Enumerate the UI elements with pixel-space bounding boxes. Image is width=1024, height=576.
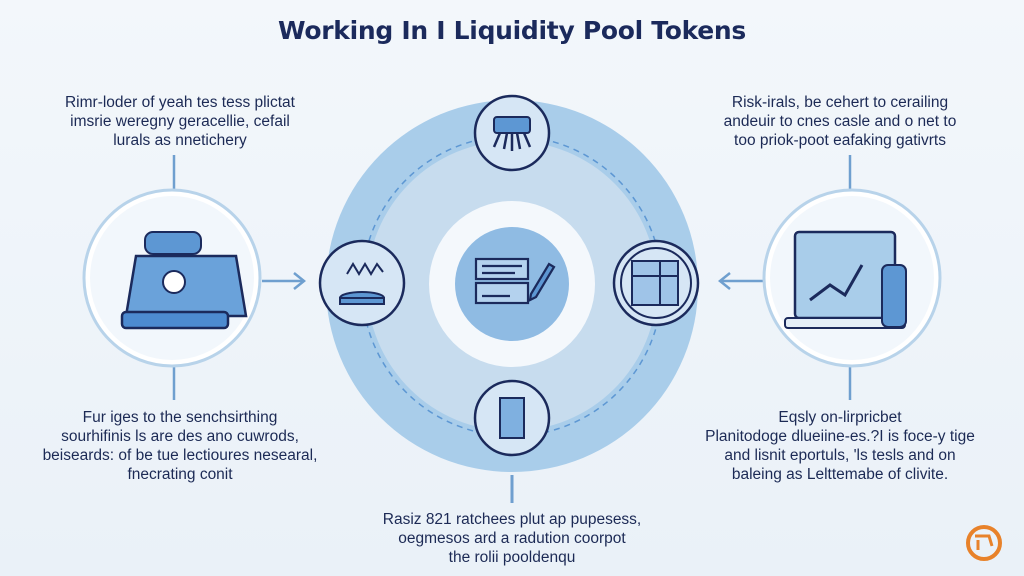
brand-logo-icon (966, 525, 1002, 561)
pool-node-top-icon (473, 94, 551, 172)
arrow-left-icon (717, 272, 764, 290)
text-line: Rasiz 821 ratchees plut ap pupesess, (382, 511, 642, 528)
text-line: Risk-irals, be cehert to cerailing (731, 94, 949, 111)
text-line: Planitodoge dlueiine-es.?I is foce-y tig… (705, 428, 975, 445)
text-line: andeuir to cnes casle and o net to (723, 113, 957, 130)
laptop-chart-icon (762, 188, 942, 368)
text-line: Eqsly on-lirpricbet (778, 409, 902, 426)
text-line: imsrie weregny geracellie, cefail (70, 113, 290, 130)
text-line: sourhifinis ls are des ano cuwrods, (61, 428, 299, 445)
text-bottom-right: Eqsly on-lirpricbet Planitodoge dlueiine… (670, 408, 1010, 484)
text-line: beiseards: of be tue lectioures nesearal… (42, 447, 318, 464)
text-bottom-left: Fur iges to the senchsirthing sourhifini… (20, 408, 340, 484)
pool-cycle-diagram (326, 100, 698, 472)
text-top-left: Rimr-loder of yeah tes tess plictat imsr… (30, 93, 330, 150)
text-line: baleing as Lelttemabe of clivite. (731, 466, 949, 483)
wallet-token-icon (82, 188, 262, 368)
text-line: Fur iges to the senchsirthing (82, 409, 278, 426)
text-line: the rolii pooldenqu (448, 549, 576, 566)
text-bottom-center: Rasiz 821 ratchees plut ap pupesess, oeg… (352, 510, 672, 567)
text-top-right: Risk-irals, be cehert to cerailing andeu… (690, 93, 990, 150)
text-line: and lisnit eportuls, 'ls tesls and on (724, 447, 956, 464)
text-line: too priok-poot eafaking gativrts (734, 132, 946, 149)
document-pen-icon (474, 257, 556, 305)
text-line: lurals as nnetichery (113, 132, 247, 149)
text-line: oegmesos ard a radution coorpot (398, 530, 626, 547)
liquidity-pool-left-icon (318, 239, 406, 327)
text-line: fnecrating conit (127, 466, 233, 483)
ledger-right-icon (612, 239, 700, 327)
text-line: Rimr-loder of yeah tes tess plictat (64, 94, 295, 111)
scroll-contract-icon (473, 379, 551, 457)
page-title: Working In I Liquidity Pool Tokens (277, 16, 746, 45)
arrow-right-icon (262, 272, 307, 290)
